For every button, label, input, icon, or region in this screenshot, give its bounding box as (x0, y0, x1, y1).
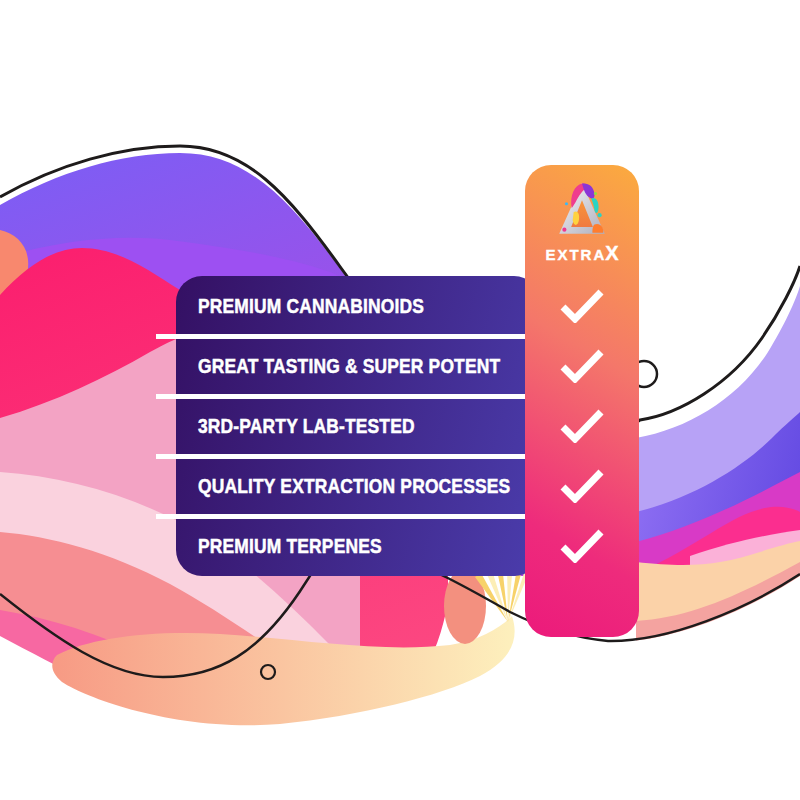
check-icon (560, 289, 604, 323)
check-icon (560, 529, 604, 563)
check-icon (560, 469, 604, 503)
feature-row: PREMIUM CANNABINOIDS (198, 276, 518, 336)
wordmark-head: EXTRA (545, 246, 606, 263)
feature-row: QUALITY EXTRACTION PROCESSES (198, 456, 518, 516)
feature-row: GREAT TASTING & SUPER POTENT (198, 336, 518, 396)
check-icon (560, 349, 604, 383)
feature-label: PREMIUM CANNABINOIDS (198, 294, 424, 318)
feature-row: PREMIUM TERPENES (198, 516, 518, 576)
check-icon (560, 409, 604, 443)
brand-checklist-bar: EXTRAX (525, 165, 639, 637)
wordmark-tail: X (605, 242, 618, 264)
feature-list: PREMIUM CANNABINOIDS GREAT TASTING & SUP… (176, 276, 532, 576)
brand-wordmark: EXTRAX (525, 245, 639, 263)
extrax-logo: EXTRAX (525, 181, 639, 263)
feature-label: GREAT TASTING & SUPER POTENT (198, 354, 500, 378)
feature-label: PREMIUM TERPENES (198, 534, 382, 558)
feature-row: 3RD-PARTY LAB-TESTED (198, 396, 518, 456)
extrax-triangle-icon (557, 181, 607, 239)
feature-label: 3RD-PARTY LAB-TESTED (198, 414, 415, 438)
feature-label: QUALITY EXTRACTION PROCESSES (198, 474, 510, 498)
